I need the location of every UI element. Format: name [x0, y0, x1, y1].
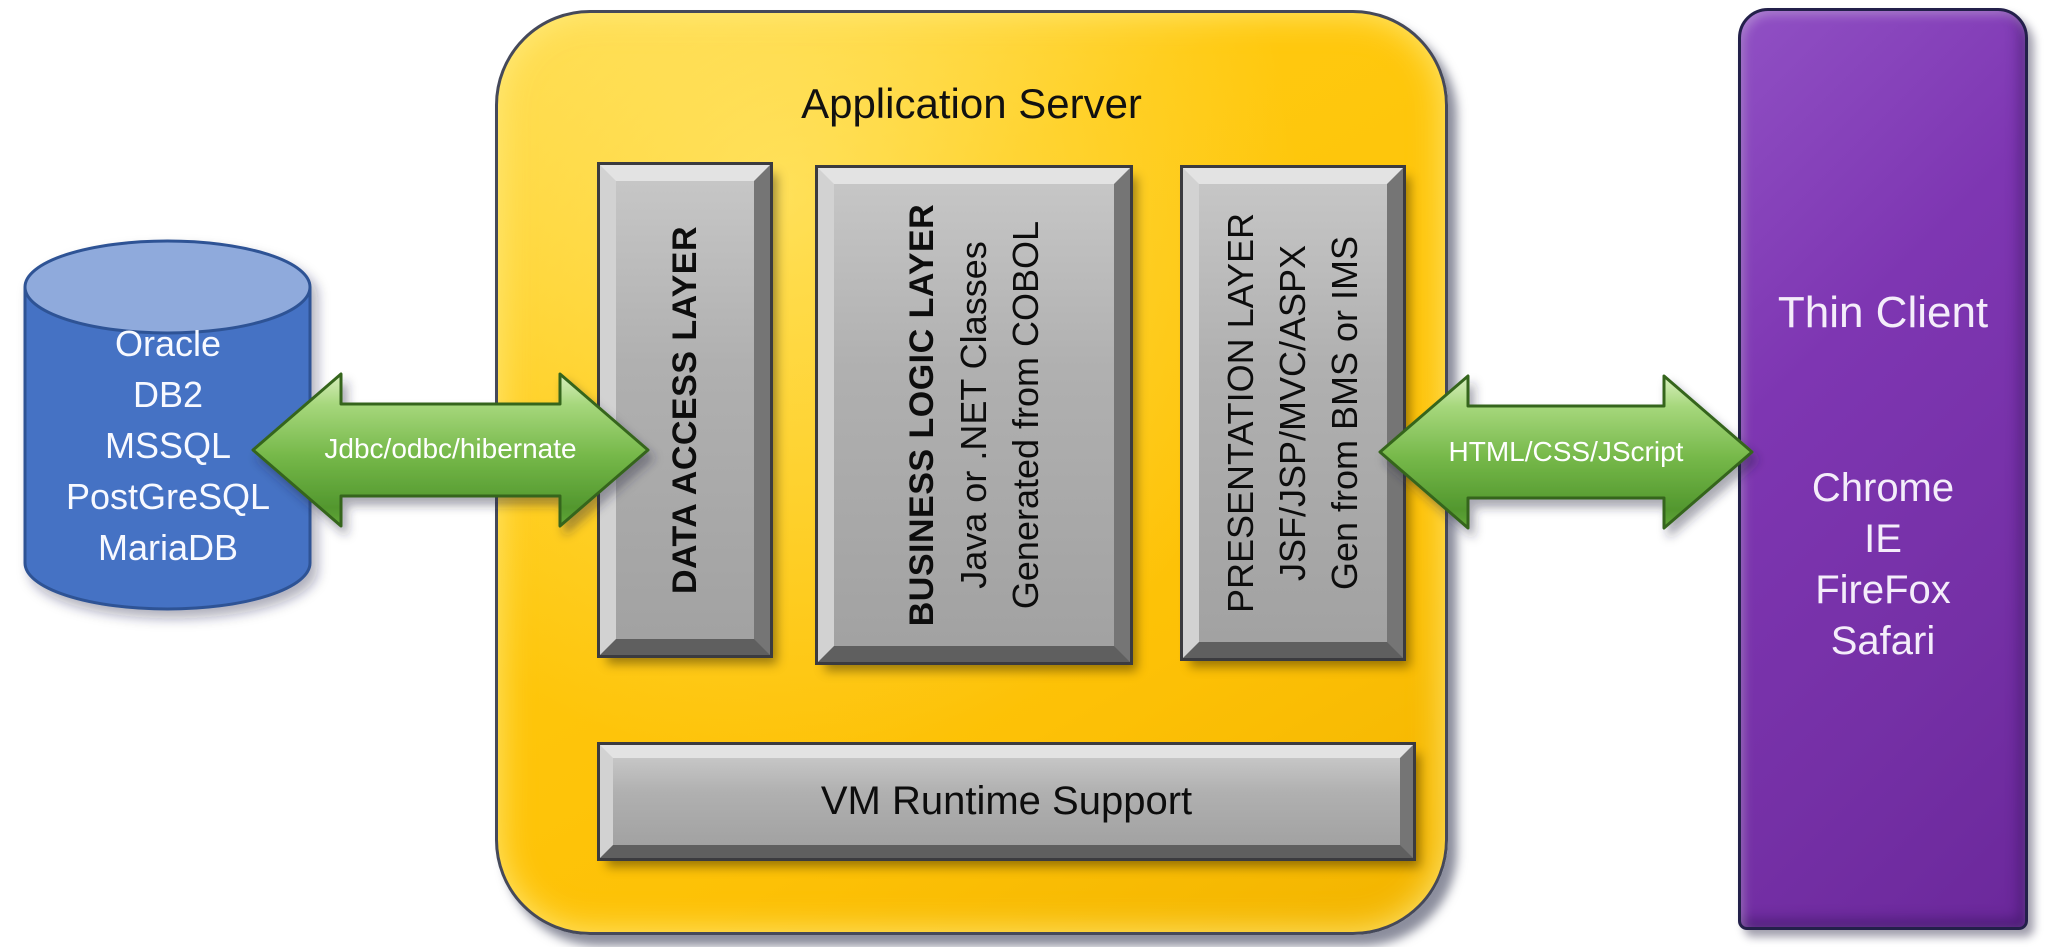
browser-label: IE: [1864, 517, 1902, 561]
application-server-title: Application Server: [801, 80, 1142, 127]
arrow-label-html: HTML/CSS/JScript: [1448, 436, 1684, 467]
browser-label: Chrome: [1811, 466, 1955, 510]
thin-client-box: Thin Client Chrome IE FireFox Safari: [1738, 8, 2028, 930]
browser-list: Chrome IE FireFox Safari: [1741, 463, 2025, 667]
layer-box-business-logic: BUSINESS LOGIC LAYER Java or .NET Classe…: [818, 168, 1130, 662]
database-label: Oracle: [114, 323, 222, 364]
arrow-appserver-client: [1378, 374, 1754, 530]
database-label: PostGreSQL: [65, 476, 271, 517]
database-label-list: Oracle DB2 MSSQL PostGreSQL MariaDB: [25, 318, 311, 573]
database-cylinder-body: [23, 287, 312, 611]
browser-label: FireFox: [1815, 568, 1951, 612]
database-label: MariaDB: [97, 527, 239, 568]
database-label: DB2: [132, 374, 204, 415]
database-cylinder-top: [23, 239, 312, 335]
arrow-label-jdbc: Jdbc/odbc/hibernate: [324, 433, 577, 464]
layer-box-data-access: DATA ACCESS LAYER: [600, 165, 770, 655]
vm-runtime-label: VM Runtime Support: [820, 779, 1193, 823]
vm-runtime-bar: VM Runtime Support: [600, 745, 1413, 858]
browser-label: Safari: [1830, 619, 1936, 663]
layer-box-presentation: PRESENTATION LAYER JSF/JSP/MVC/ASPX Gen …: [1183, 168, 1403, 658]
thin-client-title: Thin Client: [1777, 288, 1989, 337]
database-label: MSSQL: [104, 425, 232, 466]
database-cylinder: [23, 239, 312, 611]
arrow-database-appserver: [251, 372, 650, 528]
